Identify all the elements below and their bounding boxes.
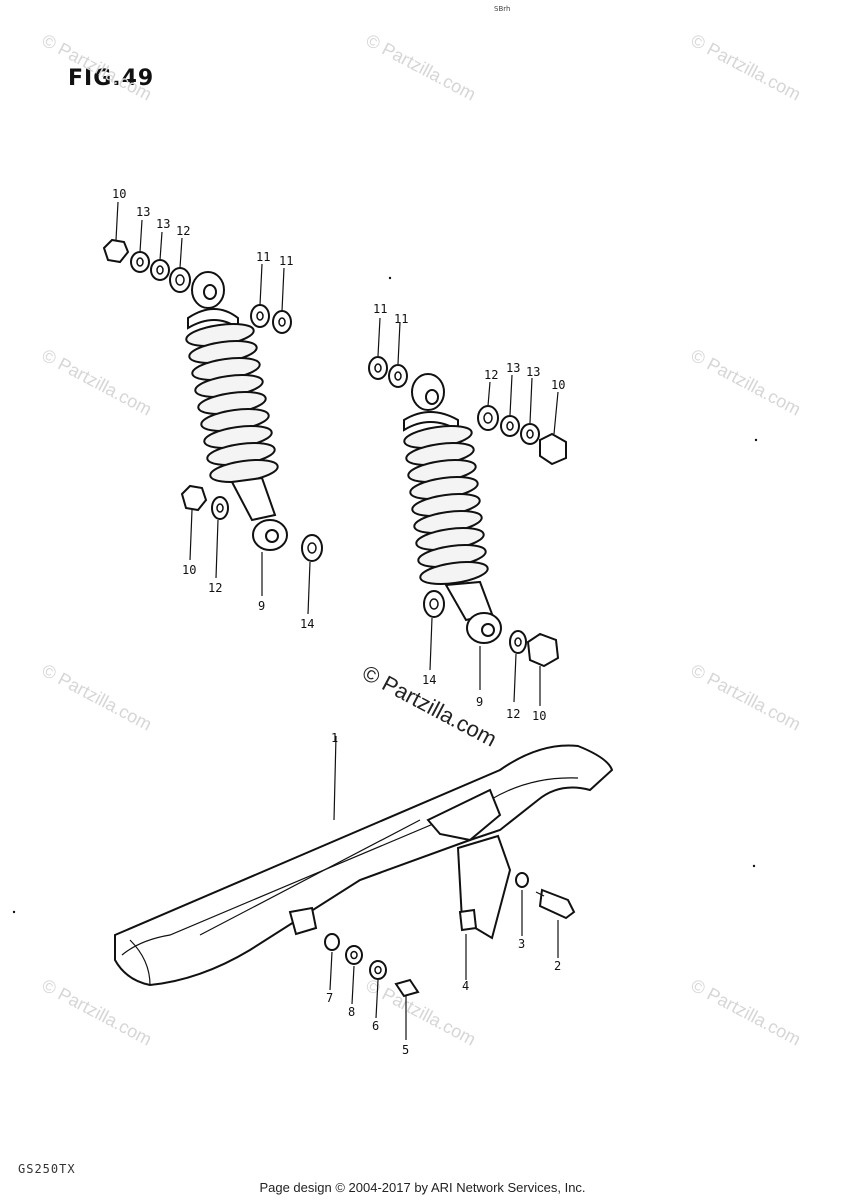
bolt-2[interactable] — [538, 888, 576, 920]
washer-12[interactable] — [477, 405, 499, 431]
washer-8[interactable] — [345, 945, 363, 965]
washer-11[interactable] — [368, 356, 388, 380]
callout-label: 10 — [112, 187, 126, 201]
callout-label: 11 — [256, 250, 270, 264]
callout-label: 12 — [208, 581, 222, 595]
model-code: GS250TX — [18, 1162, 76, 1176]
washer-13[interactable] — [150, 259, 170, 281]
callout-label: 13 — [506, 361, 520, 375]
washer-11[interactable] — [388, 364, 408, 388]
washer-12[interactable] — [211, 496, 229, 520]
callout-label: 3 — [518, 937, 525, 951]
nut-10[interactable] — [180, 484, 208, 512]
washer-13[interactable] — [500, 415, 520, 437]
right-shock-spring — [403, 425, 489, 585]
page-footer: Page design © 2004-2017 by ARI Network S… — [259, 1180, 586, 1195]
callout-label: 12 — [484, 368, 498, 382]
callout-label: 6 — [372, 1019, 379, 1033]
washer-14[interactable] — [423, 590, 445, 618]
washer-11[interactable] — [272, 310, 292, 334]
callout-label: 4 — [462, 979, 469, 993]
callout-label: 13 — [136, 205, 150, 219]
clip-nut-4[interactable] — [458, 908, 478, 932]
cap-nut-10[interactable] — [526, 632, 560, 668]
washer-13[interactable] — [130, 251, 150, 273]
callout-label: 10 — [532, 709, 546, 723]
right-shock-hardware — [368, 356, 567, 668]
chain-case[interactable] — [114, 744, 614, 987]
figure-title: FIG.49 — [68, 66, 155, 91]
right-shock-absorber[interactable] — [403, 373, 502, 644]
right-callout-leaders — [377, 317, 559, 706]
collar-7[interactable] — [324, 933, 340, 951]
nut-3[interactable] — [515, 872, 529, 888]
callout-label: 11 — [394, 312, 408, 326]
callout-label: 13 — [526, 365, 540, 379]
callout-label: 9 — [476, 695, 483, 709]
left-callout-leaders — [115, 201, 311, 615]
top-mark: SBrh — [494, 5, 511, 13]
washer-11[interactable] — [250, 304, 270, 328]
nut-10[interactable] — [102, 238, 130, 264]
callout-label: 9 — [258, 599, 265, 613]
callout-label: 11 — [373, 302, 387, 316]
bolt-5[interactable] — [394, 978, 420, 998]
washer-12[interactable] — [169, 267, 191, 293]
left-callout-numbers: 10 13 13 12 11 11 10 12 9 14 — [112, 187, 314, 631]
washer-14[interactable] — [301, 534, 323, 562]
right-callout-numbers: 11 11 12 13 13 10 14 9 12 10 — [373, 302, 565, 723]
callout-label: 7 — [326, 991, 333, 1005]
left-shock-hardware — [102, 238, 323, 562]
callout-label: 12 — [176, 224, 190, 238]
callout-label: 5 — [402, 1043, 409, 1057]
cap-nut-10[interactable] — [539, 432, 567, 466]
left-shock-spring — [185, 323, 279, 483]
washer-6[interactable] — [369, 960, 387, 980]
washer-13[interactable] — [520, 423, 540, 445]
callout-label: 2 — [554, 959, 561, 973]
callout-label: 10 — [182, 563, 196, 577]
chain-case-leaders — [329, 735, 559, 1040]
left-shock-absorber[interactable] — [185, 271, 288, 551]
chain-case-callout-numbers: 1 2 3 4 5 6 7 8 — [326, 731, 561, 1057]
chain-case-hardware — [324, 872, 576, 998]
callout-label: 11 — [279, 254, 293, 268]
callout-label: 13 — [156, 217, 170, 231]
callout-label: 8 — [348, 1005, 355, 1019]
washer-12[interactable] — [509, 630, 527, 654]
callout-label: 12 — [506, 707, 520, 721]
callout-label: 14 — [422, 673, 436, 687]
callout-label: 14 — [300, 617, 314, 631]
callout-label: 1 — [331, 731, 338, 745]
callout-label: 10 — [551, 378, 565, 392]
